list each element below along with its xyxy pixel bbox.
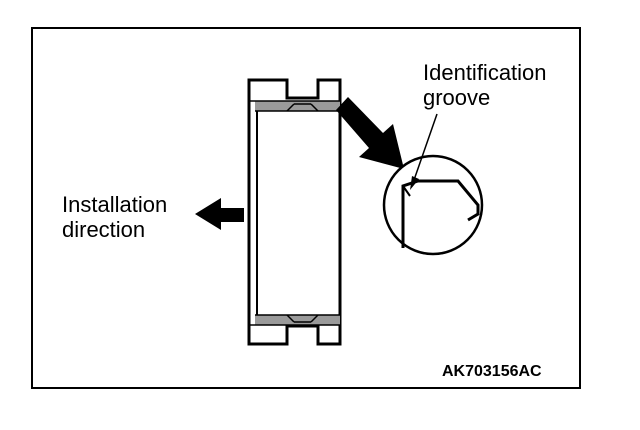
leader-arrowhead xyxy=(410,176,419,190)
bearing-shell xyxy=(247,78,342,346)
detail-pointer-arrow xyxy=(336,97,404,169)
top-band xyxy=(249,100,340,112)
groove-detail-circle xyxy=(382,154,484,256)
installation-label-line2: direction xyxy=(62,217,146,242)
groove-leader-line xyxy=(413,113,438,181)
installation-label-line1: Installation xyxy=(62,192,168,217)
bottom-band xyxy=(249,314,340,326)
figure-border xyxy=(31,27,581,389)
identification-label-line1: Identification xyxy=(423,60,547,85)
figure-code: AK703156AC xyxy=(442,363,542,380)
installation-direction-arrow xyxy=(195,198,244,230)
identification-label-line2: groove xyxy=(423,85,491,110)
